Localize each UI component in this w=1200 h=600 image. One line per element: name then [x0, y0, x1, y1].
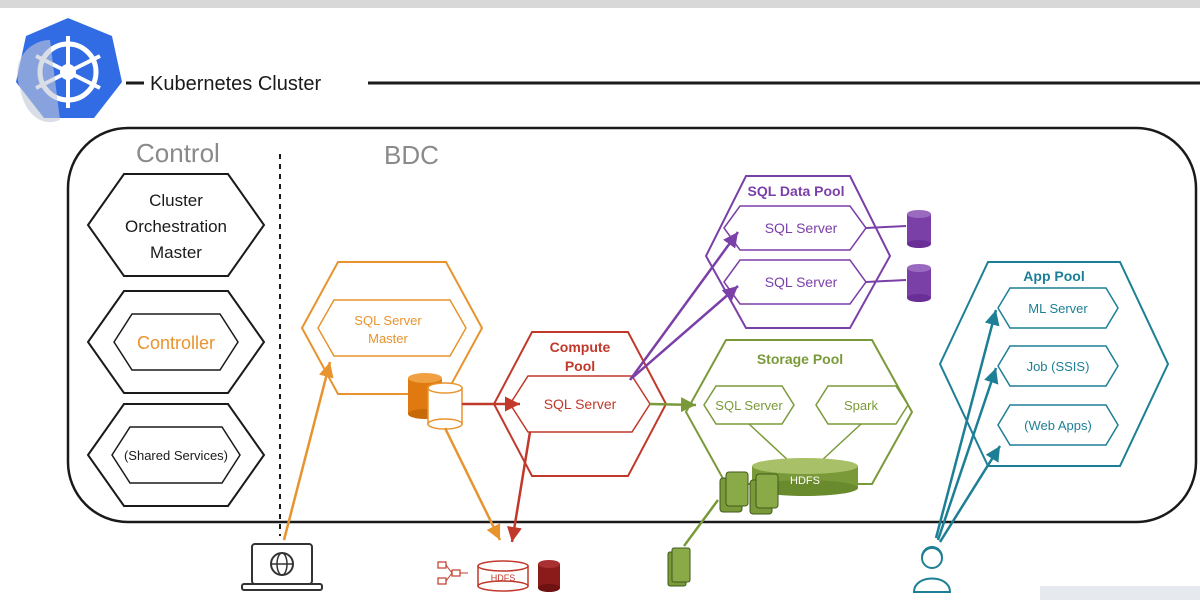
compute-pool: Compute Pool SQL Server [492, 331, 668, 477]
svg-text:HDFS: HDFS [790, 475, 820, 487]
top-band [0, 0, 1200, 8]
bottom-hdfs-label: HDFS [491, 573, 516, 583]
data-pool-database-icon [907, 210, 931, 248]
svg-text:Orchestration: Orchestration [125, 217, 227, 236]
arrow-user-to-job [936, 367, 999, 541]
laptop-globe-icon [241, 543, 323, 591]
svg-text:Pool: Pool [565, 358, 595, 374]
data-pool-database-icon-2 [907, 264, 931, 302]
arrow-user-to-web-apps [938, 445, 1002, 543]
arrow-files-to-storage [682, 499, 720, 547]
controller-label: Controller [137, 333, 215, 353]
app-pool: App Pool ML Server Job (SSIS) (Web Apps) [938, 261, 1170, 467]
sql-server-master-pool: SQL Server Master [300, 261, 484, 395]
svg-text:Spark: Spark [844, 398, 878, 413]
cluster-orchestration-master: Cluster Orchestration Master [86, 173, 266, 277]
bottom-hdfs-icon: HDFS [477, 560, 529, 592]
svg-text:SQL Server: SQL Server [354, 313, 422, 328]
svg-text:SQL Server: SQL Server [765, 274, 838, 290]
user-icon [912, 546, 952, 593]
bottom-database-icon [538, 560, 560, 592]
arrow-client-to-master [282, 361, 334, 541]
svg-text:Job (SSIS): Job (SSIS) [1027, 359, 1090, 374]
svg-text:SQL Server: SQL Server [544, 396, 617, 412]
svg-text:Storage Pool: Storage Pool [757, 351, 843, 367]
storage-file-icon [719, 471, 779, 515]
arrow-master-to-hdfs [443, 427, 502, 541]
controller: Controller [86, 290, 266, 394]
arrow-compute-to-storage [649, 397, 697, 413]
bottom-shadow [1040, 586, 1200, 600]
svg-text:Cluster: Cluster [149, 191, 203, 210]
arrow-compute-to-data-pool-2 [631, 285, 739, 379]
master-database-icon-2 [427, 382, 463, 430]
kubernetes-logo-icon [16, 18, 122, 123]
svg-text:Master: Master [150, 243, 202, 262]
svg-text:ML Server: ML Server [1028, 301, 1088, 316]
section-label-control: Control [136, 138, 220, 168]
svg-text:SQL Data Pool: SQL Data Pool [748, 183, 845, 199]
data-pool-link-2 [865, 279, 907, 283]
section-label-bdc: BDC [384, 140, 439, 170]
arrow-user-to-ml-server [934, 309, 1000, 539]
svg-text:Compute: Compute [550, 339, 611, 355]
data-pool-link-1 [865, 225, 907, 229]
svg-text:SQL Server: SQL Server [765, 220, 838, 236]
svg-text:SQL Server: SQL Server [715, 398, 783, 413]
svg-text:Master: Master [368, 331, 408, 346]
cluster-title: Kubernetes Cluster [150, 73, 322, 95]
bottom-file-icon [667, 547, 691, 587]
cluster-boundary [66, 126, 1198, 524]
hierarchy-icon [437, 561, 468, 585]
sql-data-pool: SQL Data Pool SQL Server SQL Server [704, 175, 892, 329]
arrow-compute-to-external [507, 431, 532, 543]
svg-text:(Web Apps): (Web Apps) [1024, 418, 1092, 433]
shared-services-label: (Shared Services) [124, 448, 228, 463]
svg-text:App Pool: App Pool [1023, 268, 1084, 284]
arrow-compute-to-data-pool-1 [628, 231, 740, 381]
shared-services: (Shared Services) [86, 403, 266, 507]
